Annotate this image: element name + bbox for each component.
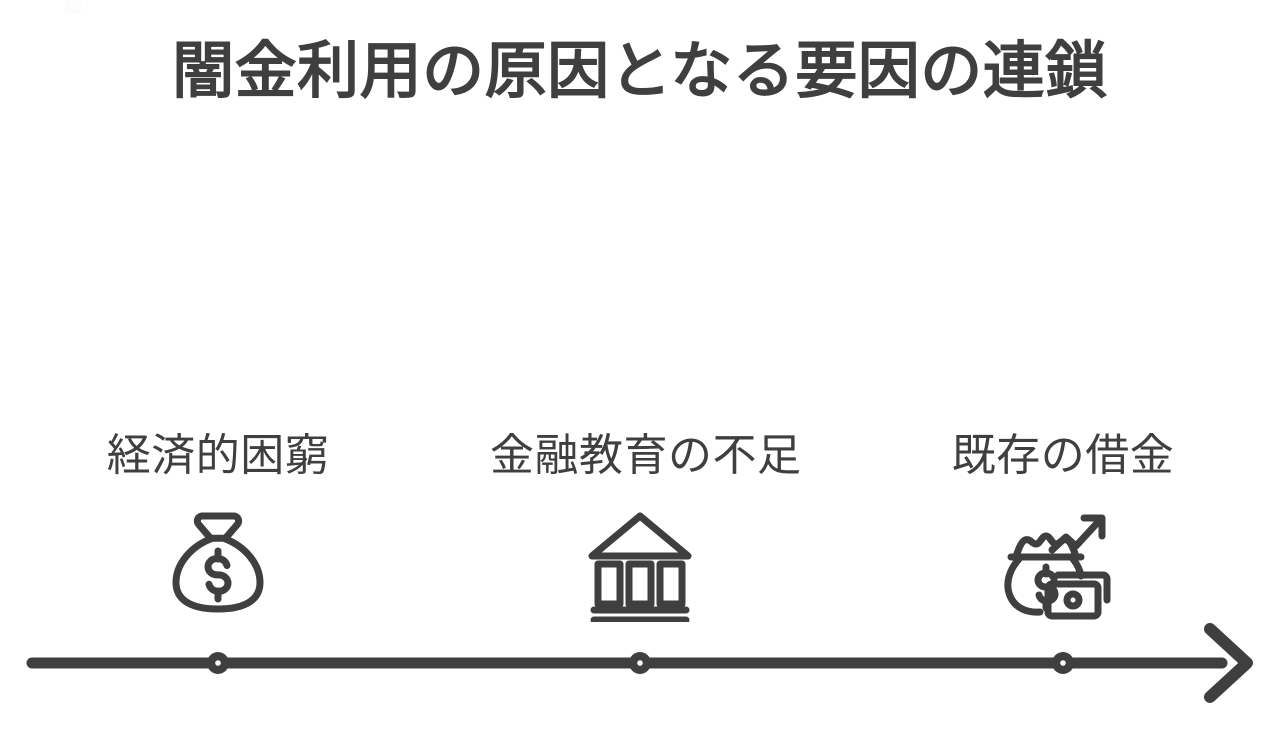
page-title: 闇金利用の原因となる要因の連鎖 bbox=[172, 37, 1108, 106]
money-bag-icon bbox=[158, 502, 278, 622]
timeline-node-label: 金融教育の不足 bbox=[490, 431, 802, 480]
timeline-node-label: 既存の借金 bbox=[951, 431, 1175, 480]
bank-building-icon bbox=[580, 502, 700, 622]
corner-artifact bbox=[65, 0, 81, 14]
timeline-node-label: 経済的困窮 bbox=[106, 431, 330, 480]
money-bag-banknotes-rising-arrow-icon bbox=[1003, 502, 1123, 622]
